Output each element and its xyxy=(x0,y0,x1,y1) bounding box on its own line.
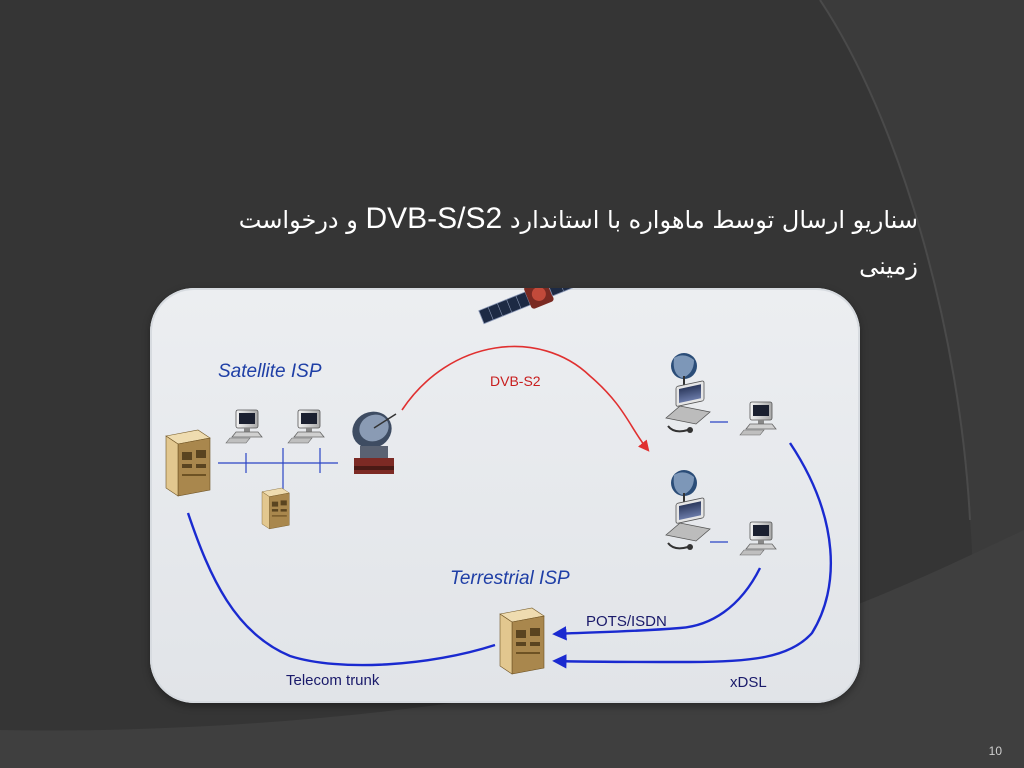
title-line2: زمینی xyxy=(859,252,918,280)
satellite-isp-pc-icon xyxy=(225,409,263,444)
satellite-isp-pc-icon xyxy=(287,409,325,444)
title-latin: DVB-S/S2 xyxy=(365,202,503,235)
satellite-isp-server-icon xyxy=(165,429,211,497)
title-part2: و درخواست xyxy=(238,206,358,234)
satellite-lan-server-icon xyxy=(261,487,290,530)
pots-isdn-link xyxy=(552,567,762,641)
slide-title: سناریو ارسال توسط ماهواره با استاندارد D… xyxy=(198,196,918,289)
telecom-trunk-label: Telecom trunk xyxy=(286,672,380,689)
title-part1: سناریو ارسال توسط ماهواره با استاندارد xyxy=(509,206,918,234)
dvb-s2-label: DVB-S2 xyxy=(490,373,541,389)
user-pc-icon xyxy=(739,401,777,436)
user-pc-icon xyxy=(739,521,777,556)
page-number: 10 xyxy=(988,744,1002,758)
xdsl-link xyxy=(552,442,832,669)
ground-station-dish-icon xyxy=(352,411,397,474)
satellite-user-terminal-icon xyxy=(665,352,711,434)
satellite-icon xyxy=(478,288,611,325)
satellite-user-terminal-icon xyxy=(665,469,711,551)
terrestrial-isp-label: Terrestrial ISP xyxy=(450,568,570,589)
network-diagram: Satellite ISP Terrestrial ISP DVB-S2 POT… xyxy=(165,288,832,691)
dvb-s2-link xyxy=(401,345,650,452)
terrestrial-isp-server-icon xyxy=(499,607,545,675)
satellite-isp-label: Satellite ISP xyxy=(218,361,322,382)
telecom-trunk-link xyxy=(186,512,496,667)
pots-isdn-label: POTS/ISDN xyxy=(586,613,667,630)
xdsl-label: xDSL xyxy=(730,674,767,691)
